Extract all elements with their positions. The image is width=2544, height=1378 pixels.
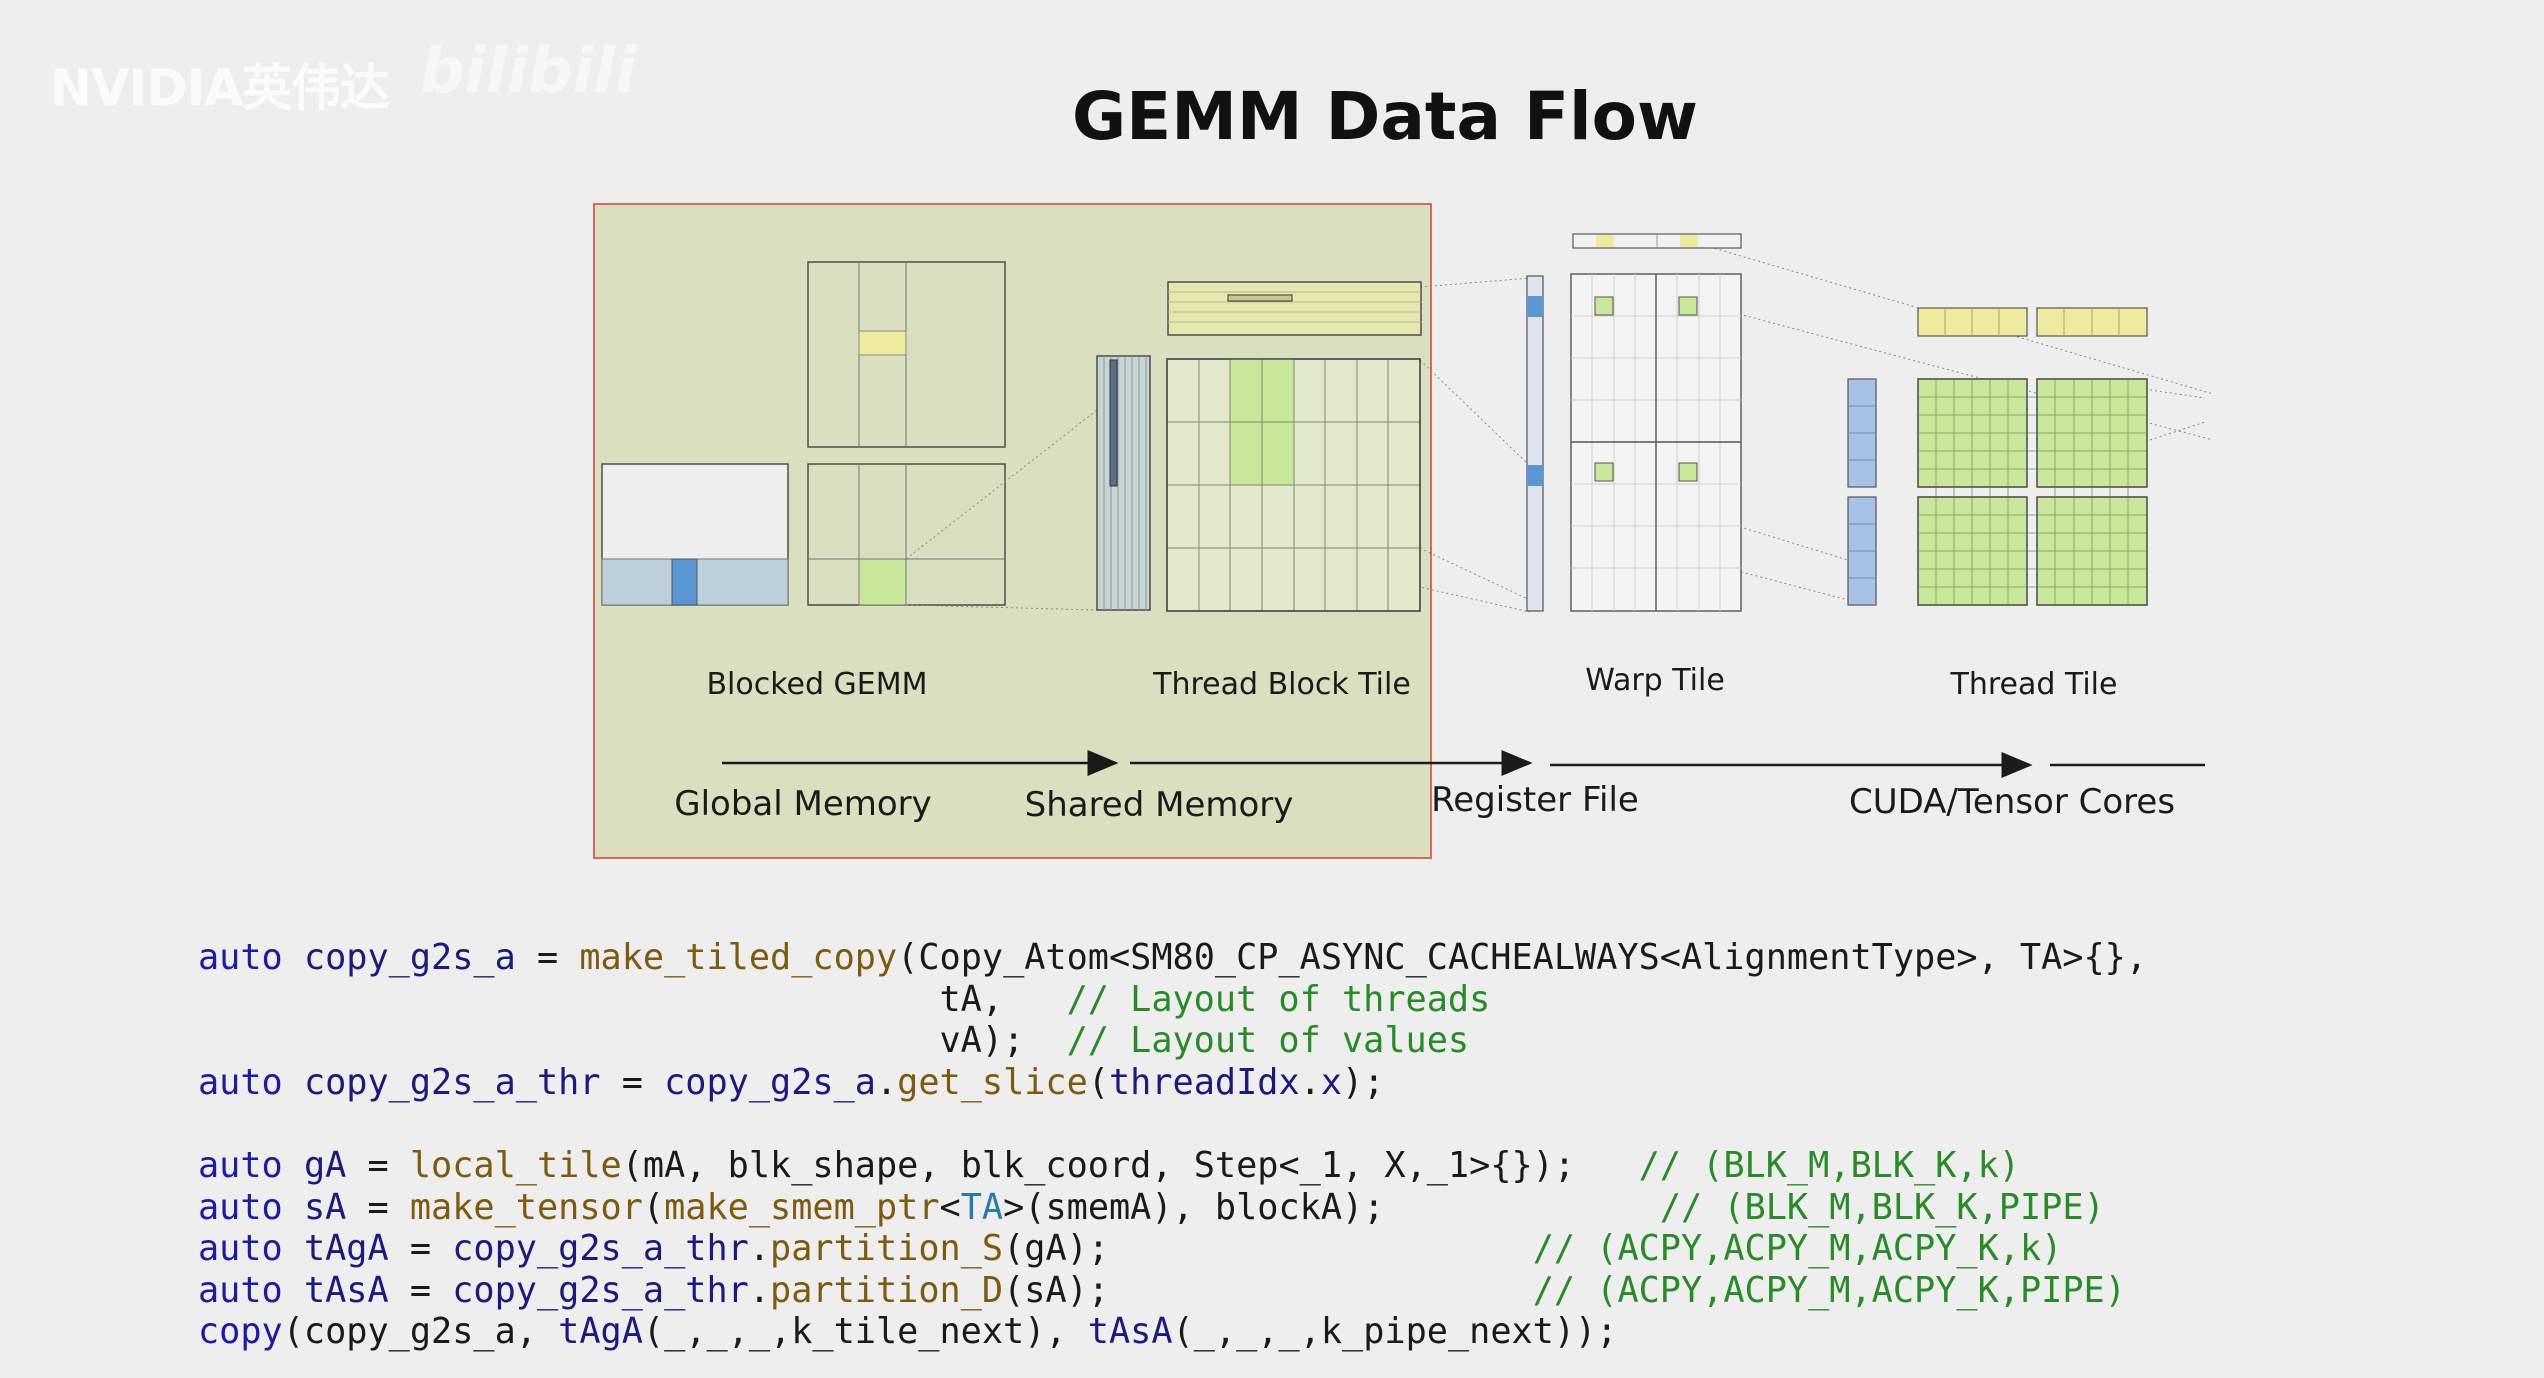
code-token: copy_g2s_a [303,937,516,978]
code-token: vA); [198,1020,1067,1062]
watermark-brand: NVIDIA英伟达 [50,59,390,117]
code-token: (_,_,_,k_tile_next), [642,1311,1088,1353]
code-token: auto [198,1269,283,1311]
code-token: partition_D [770,1269,1004,1311]
code-token: ); [1342,1061,1385,1103]
flow-arrows [722,750,2205,778]
code-line: auto tAgA = copy_g2s_a_thr.partition_S(g… [198,1228,2147,1270]
code-token: copy_g2s_a [664,1061,876,1103]
code-line [198,1103,2147,1145]
code-line: auto copy_g2s_a_thr = copy_g2s_a.get_sli… [198,1062,2147,1104]
code-token: tA, [198,978,1067,1020]
code-token: = [515,937,580,978]
code-token: ( [1087,1061,1109,1103]
code-token: tAsA [303,1269,389,1311]
watermark-site-logo: bilibili [420,34,637,107]
code-token: partition_S [770,1228,1004,1270]
thread-tile-group [1847,307,2148,606]
code-token: make_tensor [409,1186,643,1228]
code-line: copy(copy_g2s_a, tAgA(_,_,_,k_tile_next)… [198,1311,2147,1353]
code-token: auto [198,1061,283,1103]
code-token: = [388,1269,453,1311]
code-block: auto copy_g2s_a = make_tiled_copy(Copy_A… [198,937,2147,1353]
code-token: get_slice [897,1061,1088,1103]
code-token: copy_g2s_a_thr [303,1061,601,1103]
code-token: local_tile [409,1144,622,1186]
code-line: auto tAsA = copy_g2s_a_thr.partition_D(s… [198,1270,2147,1312]
code-token: >(smemA), blockA); [1003,1186,1660,1228]
code-token: copy_g2s_a_thr [452,1269,749,1311]
code-line: vA); // Layout of values [198,1020,2147,1062]
page-title: GEMM Data Flow [1071,78,1698,155]
code-token: // (ACPY,ACPY_M,ACPY_K,k) [1532,1228,2063,1270]
code-token: . [875,1061,898,1103]
code-token: = [346,1144,410,1186]
label-thread-tile: Thread Tile [1950,667,2118,702]
thread-block-tile-group [1096,281,1422,612]
code-token: (mA, blk_shape, blk_coord, Step<_1, X,_1… [621,1144,1639,1186]
code-token: tAsA [1087,1311,1173,1353]
code-token [283,1062,304,1103]
code-token: = [600,1061,665,1103]
code-token: copy_g2s_a_thr [452,1228,749,1270]
code-token: . [748,1228,771,1270]
code-token: copy [198,1311,283,1353]
matrix-a-highlight-tile [671,558,698,606]
warp-tile-group [1526,233,1742,612]
code-token: TA [960,1186,1004,1228]
tb-b-slice [1227,294,1293,302]
code-token: tAgA [558,1311,643,1353]
code-token [283,1270,304,1311]
label-thread-block-tile: Thread Block Tile [1152,667,1411,702]
code-token [283,937,304,978]
code-token: auto [198,937,283,978]
code-token: // Layout of threads [1066,978,1491,1020]
tb-a-tile [1096,355,1151,611]
code-line: tA, // Layout of threads [198,979,2147,1021]
label-shared-memory: Shared Memory [1025,785,1294,825]
code-token [283,1187,304,1228]
matrix-c-highlight-tile [858,558,907,606]
code-token: (_,_,_,k_pipe_next)); [1172,1311,1618,1353]
label-register-file: Register File [1431,780,1639,820]
matrix-b-highlight-tile [858,330,907,356]
label-cuda-tensor-cores: CUDA/Tensor Cores [1849,782,2175,822]
label-warp-tile: Warp Tile [1585,663,1725,698]
code-token: (gA); [1003,1228,1533,1270]
tb-b-tile [1167,281,1422,336]
code-token: (copy_g2s_a, [282,1311,559,1353]
code-token: auto [198,1186,283,1228]
code-token: // (BLK_M,BLK_K,PIPE) [1659,1186,2105,1228]
code-line: auto gA = local_tile(mA, blk_shape, blk_… [198,1145,2147,1187]
code-token: // Layout of values [1066,1020,1470,1062]
code-token: = [346,1186,410,1228]
code-token: // (ACPY,ACPY_M,ACPY_K,PIPE) [1532,1269,2126,1311]
code-line: auto copy_g2s_a = make_tiled_copy(Copy_A… [198,937,2147,979]
code-token [283,1145,304,1186]
code-token: ( [642,1186,665,1228]
label-blocked-gemm: Blocked GEMM [706,667,927,702]
code-token: auto [198,1144,283,1186]
warp-a-fragment [1526,275,1544,612]
code-token: . [1299,1061,1321,1103]
tb-a-slice [1109,359,1118,487]
code-token: threadIdx [1109,1061,1300,1103]
code-token: tAgA [303,1228,389,1270]
gemm-data-flow-diagram: Blocked GEMM Thread Block Tile Warp Tile… [593,203,2214,859]
code-token: = [388,1228,453,1270]
code-token: make_smem_ptr [664,1186,940,1228]
code-token [283,1228,304,1269]
code-token: < [939,1186,961,1228]
code-token: . [748,1269,771,1311]
code-token: make_tiled_copy [579,937,898,978]
code-token: (sA); [1003,1269,1533,1311]
code-token: auto [198,1228,283,1270]
code-token: (Copy_Atom<SM80_CP_ASYNC_CACHEALWAYS<Ali… [897,937,2148,978]
code-token: gA [303,1144,347,1186]
label-global-memory: Global Memory [674,784,932,824]
code-line: auto sA = make_tensor(make_smem_ptr<TA>(… [198,1187,2147,1229]
code-token: // (BLK_M,BLK_K,k) [1638,1144,2020,1186]
code-token: x [1320,1061,1343,1103]
code-token: sA [303,1186,347,1228]
